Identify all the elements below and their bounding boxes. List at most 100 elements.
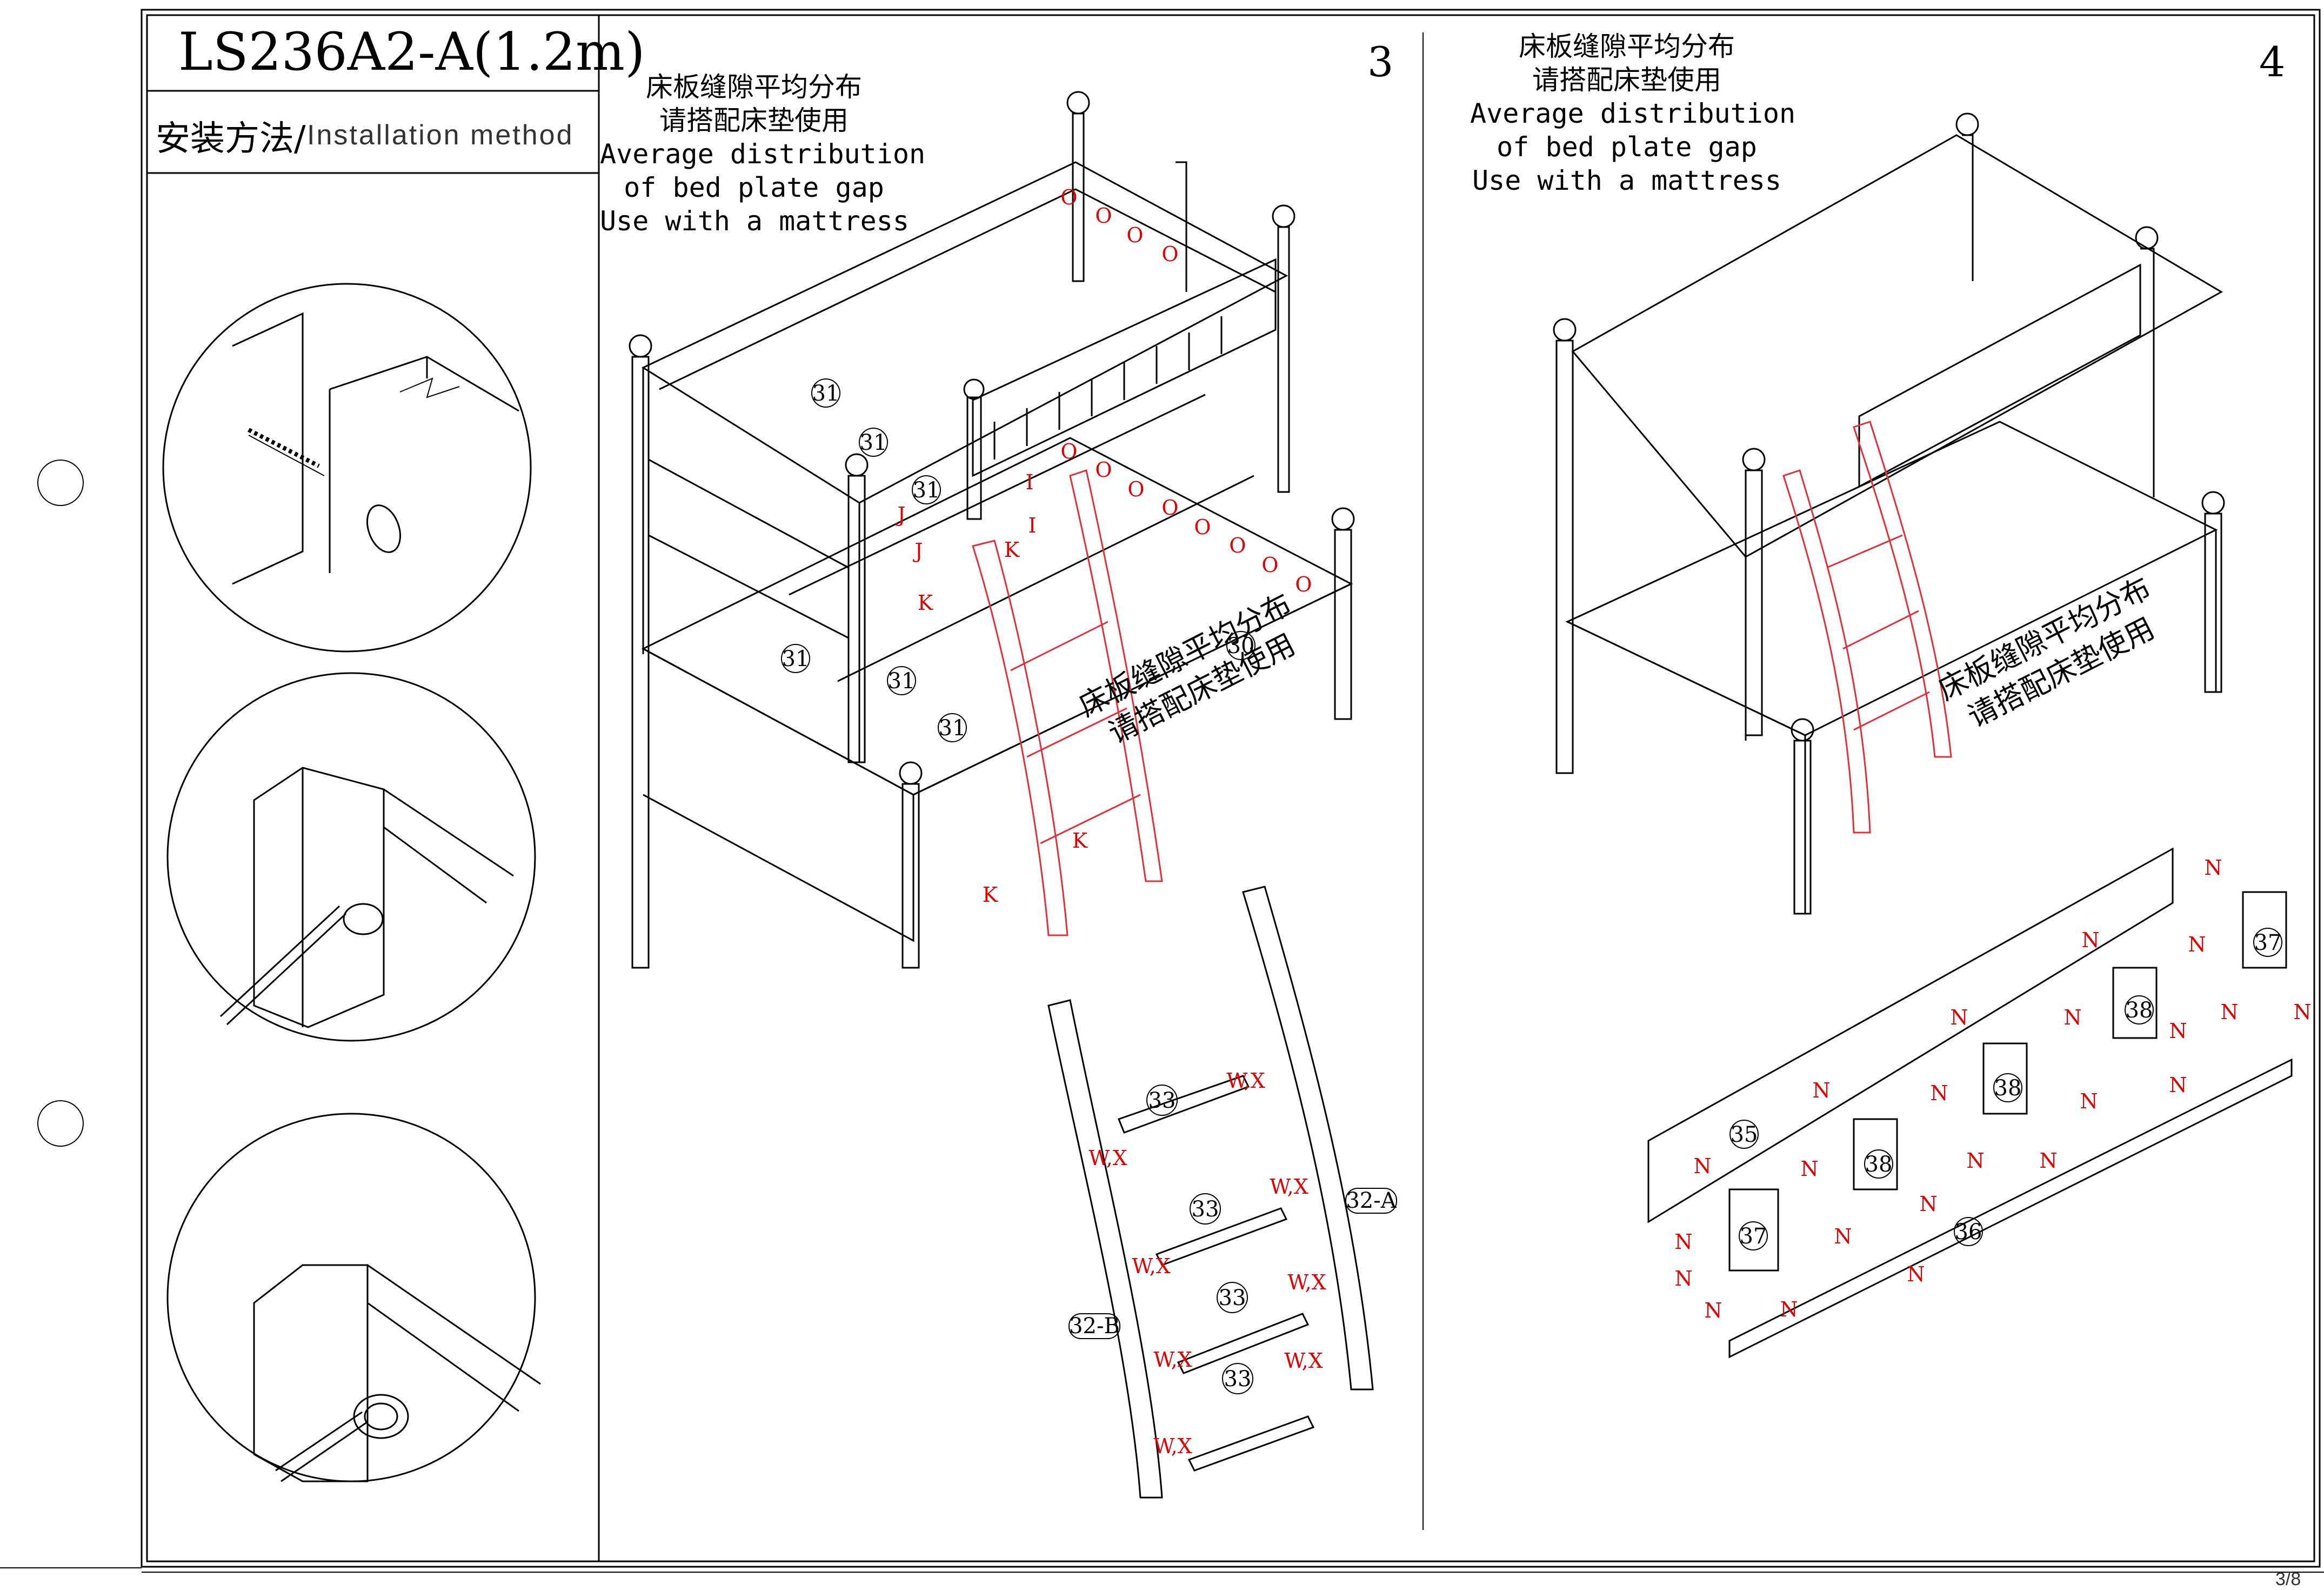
svg-text:31: 31: [812, 381, 840, 406]
svg-text:31: 31: [860, 430, 887, 455]
hw-n: N: [2080, 1089, 2098, 1113]
hw-wx: W,X: [1287, 1270, 1326, 1294]
svg-text:32-B: 32-B: [1069, 1314, 1120, 1339]
hw-o: O: [1229, 534, 1246, 557]
svg-text:35: 35: [1731, 1122, 1758, 1147]
drawer-exploded: [1647, 847, 2293, 1359]
hw-n: N: [1950, 1006, 1968, 1029]
hw-n: N: [1919, 1192, 1937, 1216]
hw-j: J: [912, 539, 923, 563]
hw-n: N: [1780, 1298, 1798, 1321]
hw-n: N: [1907, 1262, 1925, 1286]
callout-38: 38: [1993, 1073, 2022, 1102]
svg-text:37: 37: [1740, 1224, 1767, 1249]
callout-32b: 32-B: [1068, 1313, 1120, 1339]
hw-n: N: [1693, 1154, 1711, 1178]
hw-wx: W,X: [1088, 1146, 1127, 1170]
detail-wrench-tighten: [166, 672, 536, 1042]
svg-text:38: 38: [2126, 998, 2153, 1023]
callout-36: 36: [1954, 1217, 1983, 1246]
hw-k: K: [1072, 829, 1088, 853]
hw-o: O: [1295, 573, 1312, 596]
svg-text:31: 31: [913, 478, 940, 503]
step4-note-cn-2: 请搭配床垫使用: [1532, 64, 1721, 96]
hw-n: N: [2293, 1000, 2311, 1024]
hw-n: N: [1834, 1225, 1852, 1248]
hw-n: N: [1674, 1267, 1692, 1290]
hw-wx: W,X: [1270, 1175, 1308, 1199]
callout-38: 38: [1864, 1149, 1893, 1179]
hw-j: J: [895, 503, 905, 527]
hw-o: O: [1095, 458, 1112, 482]
svg-text:31: 31: [939, 716, 966, 741]
detail-cam-lock: [166, 1113, 541, 1482]
step4-note-en-1: Average distribution: [1470, 98, 1796, 129]
hw-n: N: [2220, 1000, 2238, 1024]
install-method-cn: 安装方法/: [156, 119, 306, 159]
hw-n: N: [1704, 1299, 1722, 1322]
step4-note-en-2: of bed plate gap: [1497, 131, 1757, 163]
binder-hole: [37, 1100, 84, 1147]
inner-frame: [146, 14, 2315, 1562]
hw-o: O: [1095, 204, 1112, 228]
step3-ladder: [972, 469, 1163, 936]
step3-note-cn-2: 请搭配床垫使用: [659, 105, 849, 136]
svg-text:33: 33: [1148, 1088, 1176, 1113]
hw-o: O: [1060, 440, 1077, 463]
step4-note-en-3: Use with a mattress: [1472, 165, 1781, 196]
callout-30: 30: [1226, 631, 1256, 660]
hw-n: N: [2169, 1073, 2187, 1097]
hw-n: N: [1930, 1081, 1948, 1105]
detail-screw-insert: [162, 283, 532, 653]
ladder-exploded: [1047, 886, 1374, 1499]
step4-note-cn-1: 床板缝隙平均分布: [1519, 31, 1735, 62]
hw-n: N: [2063, 1006, 2081, 1029]
svg-text:33: 33: [1219, 1286, 1246, 1310]
hw-o: O: [1161, 496, 1178, 520]
hw-wx: W,X: [1132, 1254, 1171, 1278]
hw-o: O: [1194, 515, 1211, 539]
svg-text:30: 30: [1227, 634, 1255, 658]
step4-ladder: [1782, 421, 1952, 834]
step4-bunk-bed: [1553, 112, 2225, 915]
hw-n: N: [1966, 1149, 1984, 1173]
hw-o: O: [1126, 223, 1143, 247]
page-number: 3/8: [2275, 1569, 2301, 1589]
hw-o: O: [1127, 477, 1144, 501]
callout-32a: 32-A: [1345, 1188, 1397, 1214]
hw-wx: W,X: [1153, 1434, 1192, 1458]
hw-o: O: [1261, 553, 1278, 577]
step3-note-en-2: of bed plate gap: [624, 172, 884, 203]
callout-31: 31: [811, 378, 840, 408]
hw-n: N: [2169, 1019, 2187, 1043]
hw-k: K: [983, 883, 998, 907]
hw-n: N: [1800, 1157, 1818, 1181]
outer-frame: [141, 9, 2321, 1568]
hw-n: N: [2081, 928, 2099, 952]
callout-33: 33: [1217, 1282, 1248, 1313]
hw-n: N: [2204, 856, 2222, 880]
callout-31: 31: [887, 666, 916, 695]
hw-n: N: [1674, 1230, 1692, 1254]
hw-wx: W,X: [1153, 1348, 1192, 1372]
callout-37: 37: [2253, 928, 2282, 957]
hw-k: K: [918, 591, 933, 615]
callout-33: 33: [1190, 1193, 1221, 1225]
step-number-4: 4: [2259, 38, 2286, 86]
callout-33: 33: [1222, 1363, 1253, 1394]
callout-37: 37: [1739, 1221, 1768, 1250]
step4-note: 床板缝隙平均分布 请搭配床垫使用 Average distribution of…: [1470, 30, 1796, 197]
hw-i: I: [1025, 470, 1033, 494]
callout-31: 31: [938, 713, 967, 742]
hw-i: I: [1028, 514, 1036, 537]
step3-note-en-1: Average distribution: [600, 138, 926, 170]
step3-bunk-bed: [629, 91, 1355, 969]
hw-wx: W,X: [1284, 1349, 1323, 1373]
svg-text:33: 33: [1192, 1197, 1219, 1222]
step3-note-cn-1: 床板缝隙平均分布: [646, 71, 862, 103]
svg-text:38: 38: [1865, 1152, 1893, 1177]
callout-38: 38: [2125, 995, 2154, 1024]
